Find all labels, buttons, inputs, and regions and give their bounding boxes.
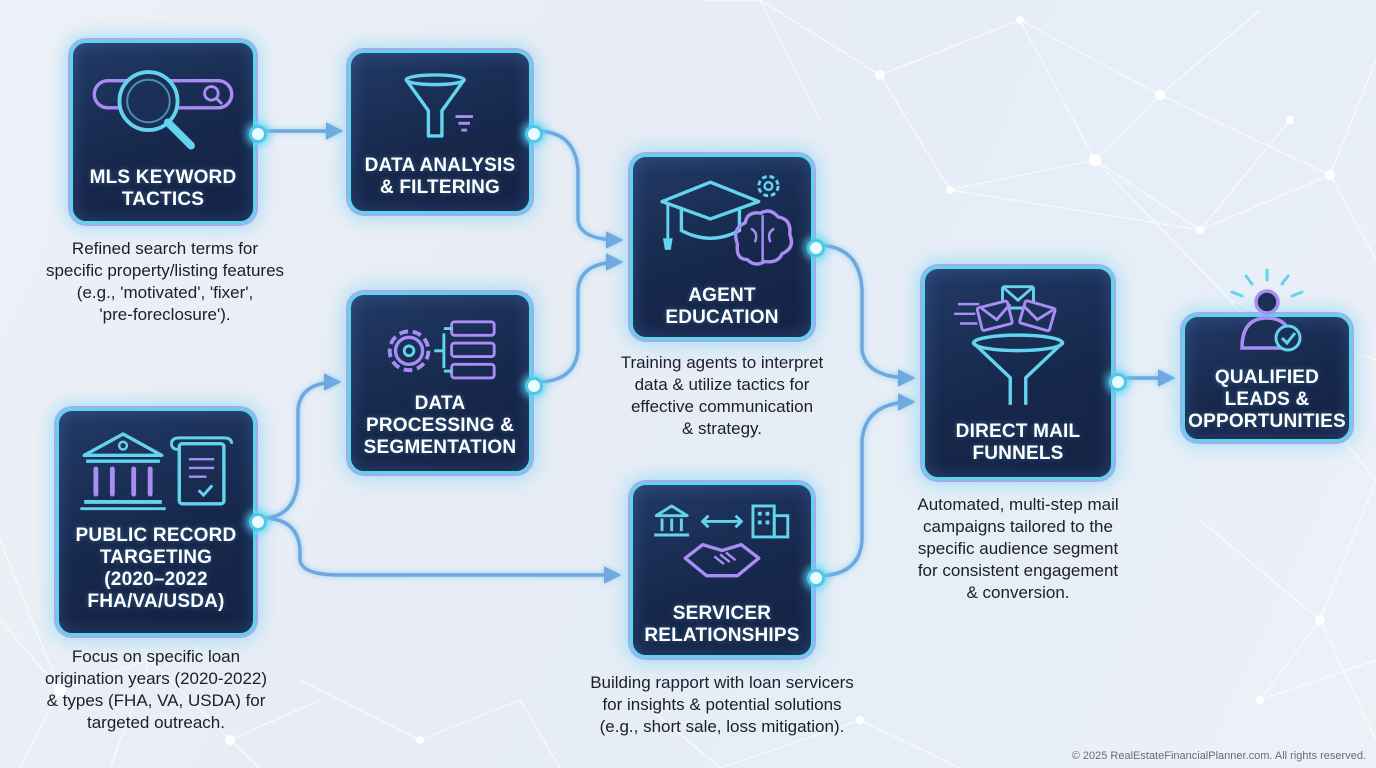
copyright-footer: © 2025 RealEstateFinancialPlanner.com. A… — [1071, 750, 1366, 762]
handshake-bank-icon — [654, 504, 790, 578]
node-direct-mail-funnels: DIRECT MAIL FUNNELS — [922, 266, 1127, 480]
output-port — [525, 377, 543, 395]
public-record-description: Focus on specific loan origination years… — [44, 647, 268, 732]
node-data-processing-segmentation: DATA PROCESSING & SEGMENTATION — [348, 292, 543, 474]
person-checkmark-icon — [1230, 268, 1304, 352]
node-public-record-targeting: PUBLIC RECORD TARGETING (2020–2022 FHA/V… — [56, 408, 267, 636]
funnel-filter-icon — [404, 73, 473, 138]
node-title: SERVICER RELATIONSHIPS — [644, 603, 800, 646]
gear-flowchart-icon — [387, 320, 496, 380]
output-port — [807, 569, 825, 587]
node-title: DATA ANALYSIS & FILTERING — [364, 155, 516, 198]
node-title: DIRECT MAIL FUNNELS — [955, 421, 1081, 464]
output-port — [807, 239, 825, 257]
node-title: DATA PROCESSING & SEGMENTATION — [363, 393, 517, 458]
output-port — [1109, 373, 1127, 391]
government-building-document-icon — [80, 432, 234, 511]
mls-description: Refined search terms for specific proper… — [45, 239, 285, 324]
node-data-analysis-filtering: DATA ANALYSIS & FILTERING — [348, 50, 543, 214]
output-port — [249, 513, 267, 531]
search-magnifier-icon — [92, 70, 234, 150]
node-mls-keyword-tactics: MLS KEYWORD TACTICS — [70, 40, 267, 224]
node-title: PUBLIC RECORD TARGETING (2020–2022 FHA/V… — [75, 525, 237, 612]
output-port — [249, 125, 267, 143]
node-title: MLS KEYWORD TACTICS — [89, 167, 237, 210]
direct-mail-description: Automated, multi-step mail campaigns tai… — [917, 495, 1119, 602]
output-port — [525, 125, 543, 143]
agent-education-description: Training agents to interpret data & util… — [620, 353, 824, 438]
servicer-description: Building rapport with loan servicers for… — [590, 673, 854, 736]
node-servicer-relationships: SERVICER RELATIONSHIPS — [630, 482, 825, 658]
envelope-funnel-icon — [954, 285, 1065, 405]
node-title: QUALIFIED LEADS & OPPORTUNITIES — [1188, 367, 1346, 432]
node-agent-education: AGENT EDUCATION — [630, 154, 825, 340]
node-title: AGENT EDUCATION — [665, 285, 779, 328]
graduation-cap-brain-icon — [660, 174, 794, 266]
